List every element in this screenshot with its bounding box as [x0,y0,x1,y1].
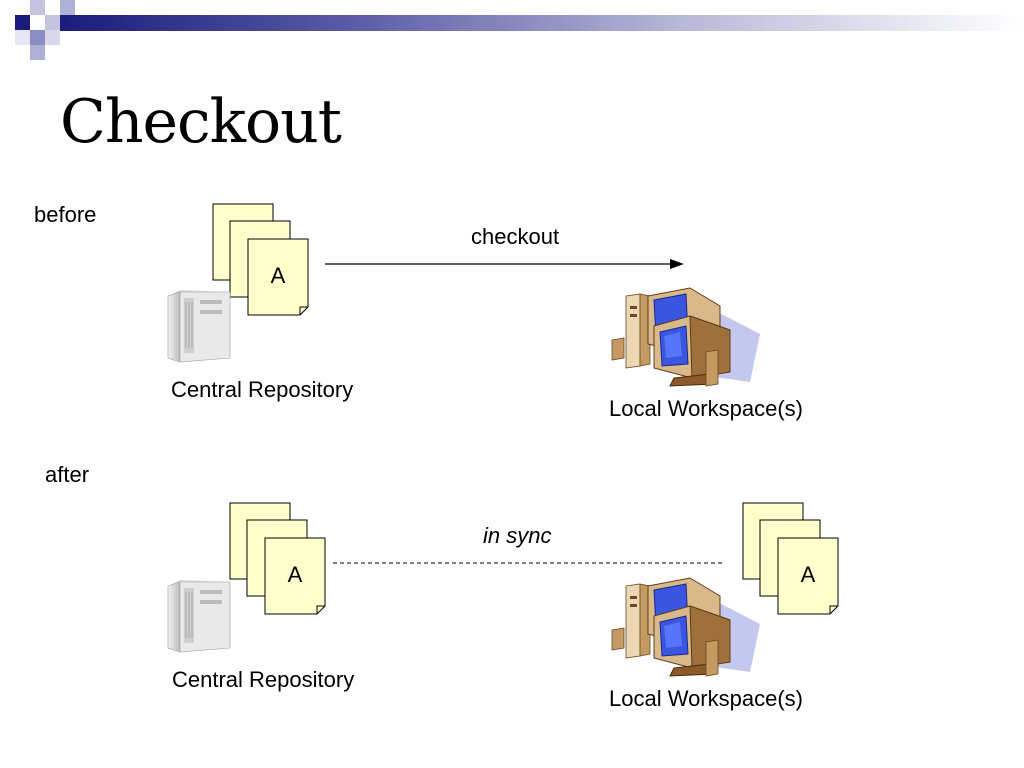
document-letter: A [801,562,816,587]
document-letter: A [271,263,286,288]
documents-icon: A [212,203,309,316]
header-gradient-bar [60,15,1024,31]
computer-icon [611,287,760,387]
in-sync-label: in sync [483,523,552,548]
before-label: before [34,202,97,227]
server-icon [167,290,231,363]
server-icon [167,580,231,653]
checkout-label: checkout [471,224,560,249]
workspace-label: Local Workspace(s) [609,396,803,421]
workspace-label: Local Workspace(s) [609,686,803,711]
repository-label: Central Repository [171,377,354,402]
slide-title: Checkout [60,87,342,157]
documents-icon: A [742,502,839,615]
header-decoration [0,0,80,70]
documents-icon: A [229,502,326,615]
document-letter: A [288,562,303,587]
computer-icon [611,577,760,677]
repository-label: Central Repository [172,667,355,692]
after-label: after [45,462,90,487]
